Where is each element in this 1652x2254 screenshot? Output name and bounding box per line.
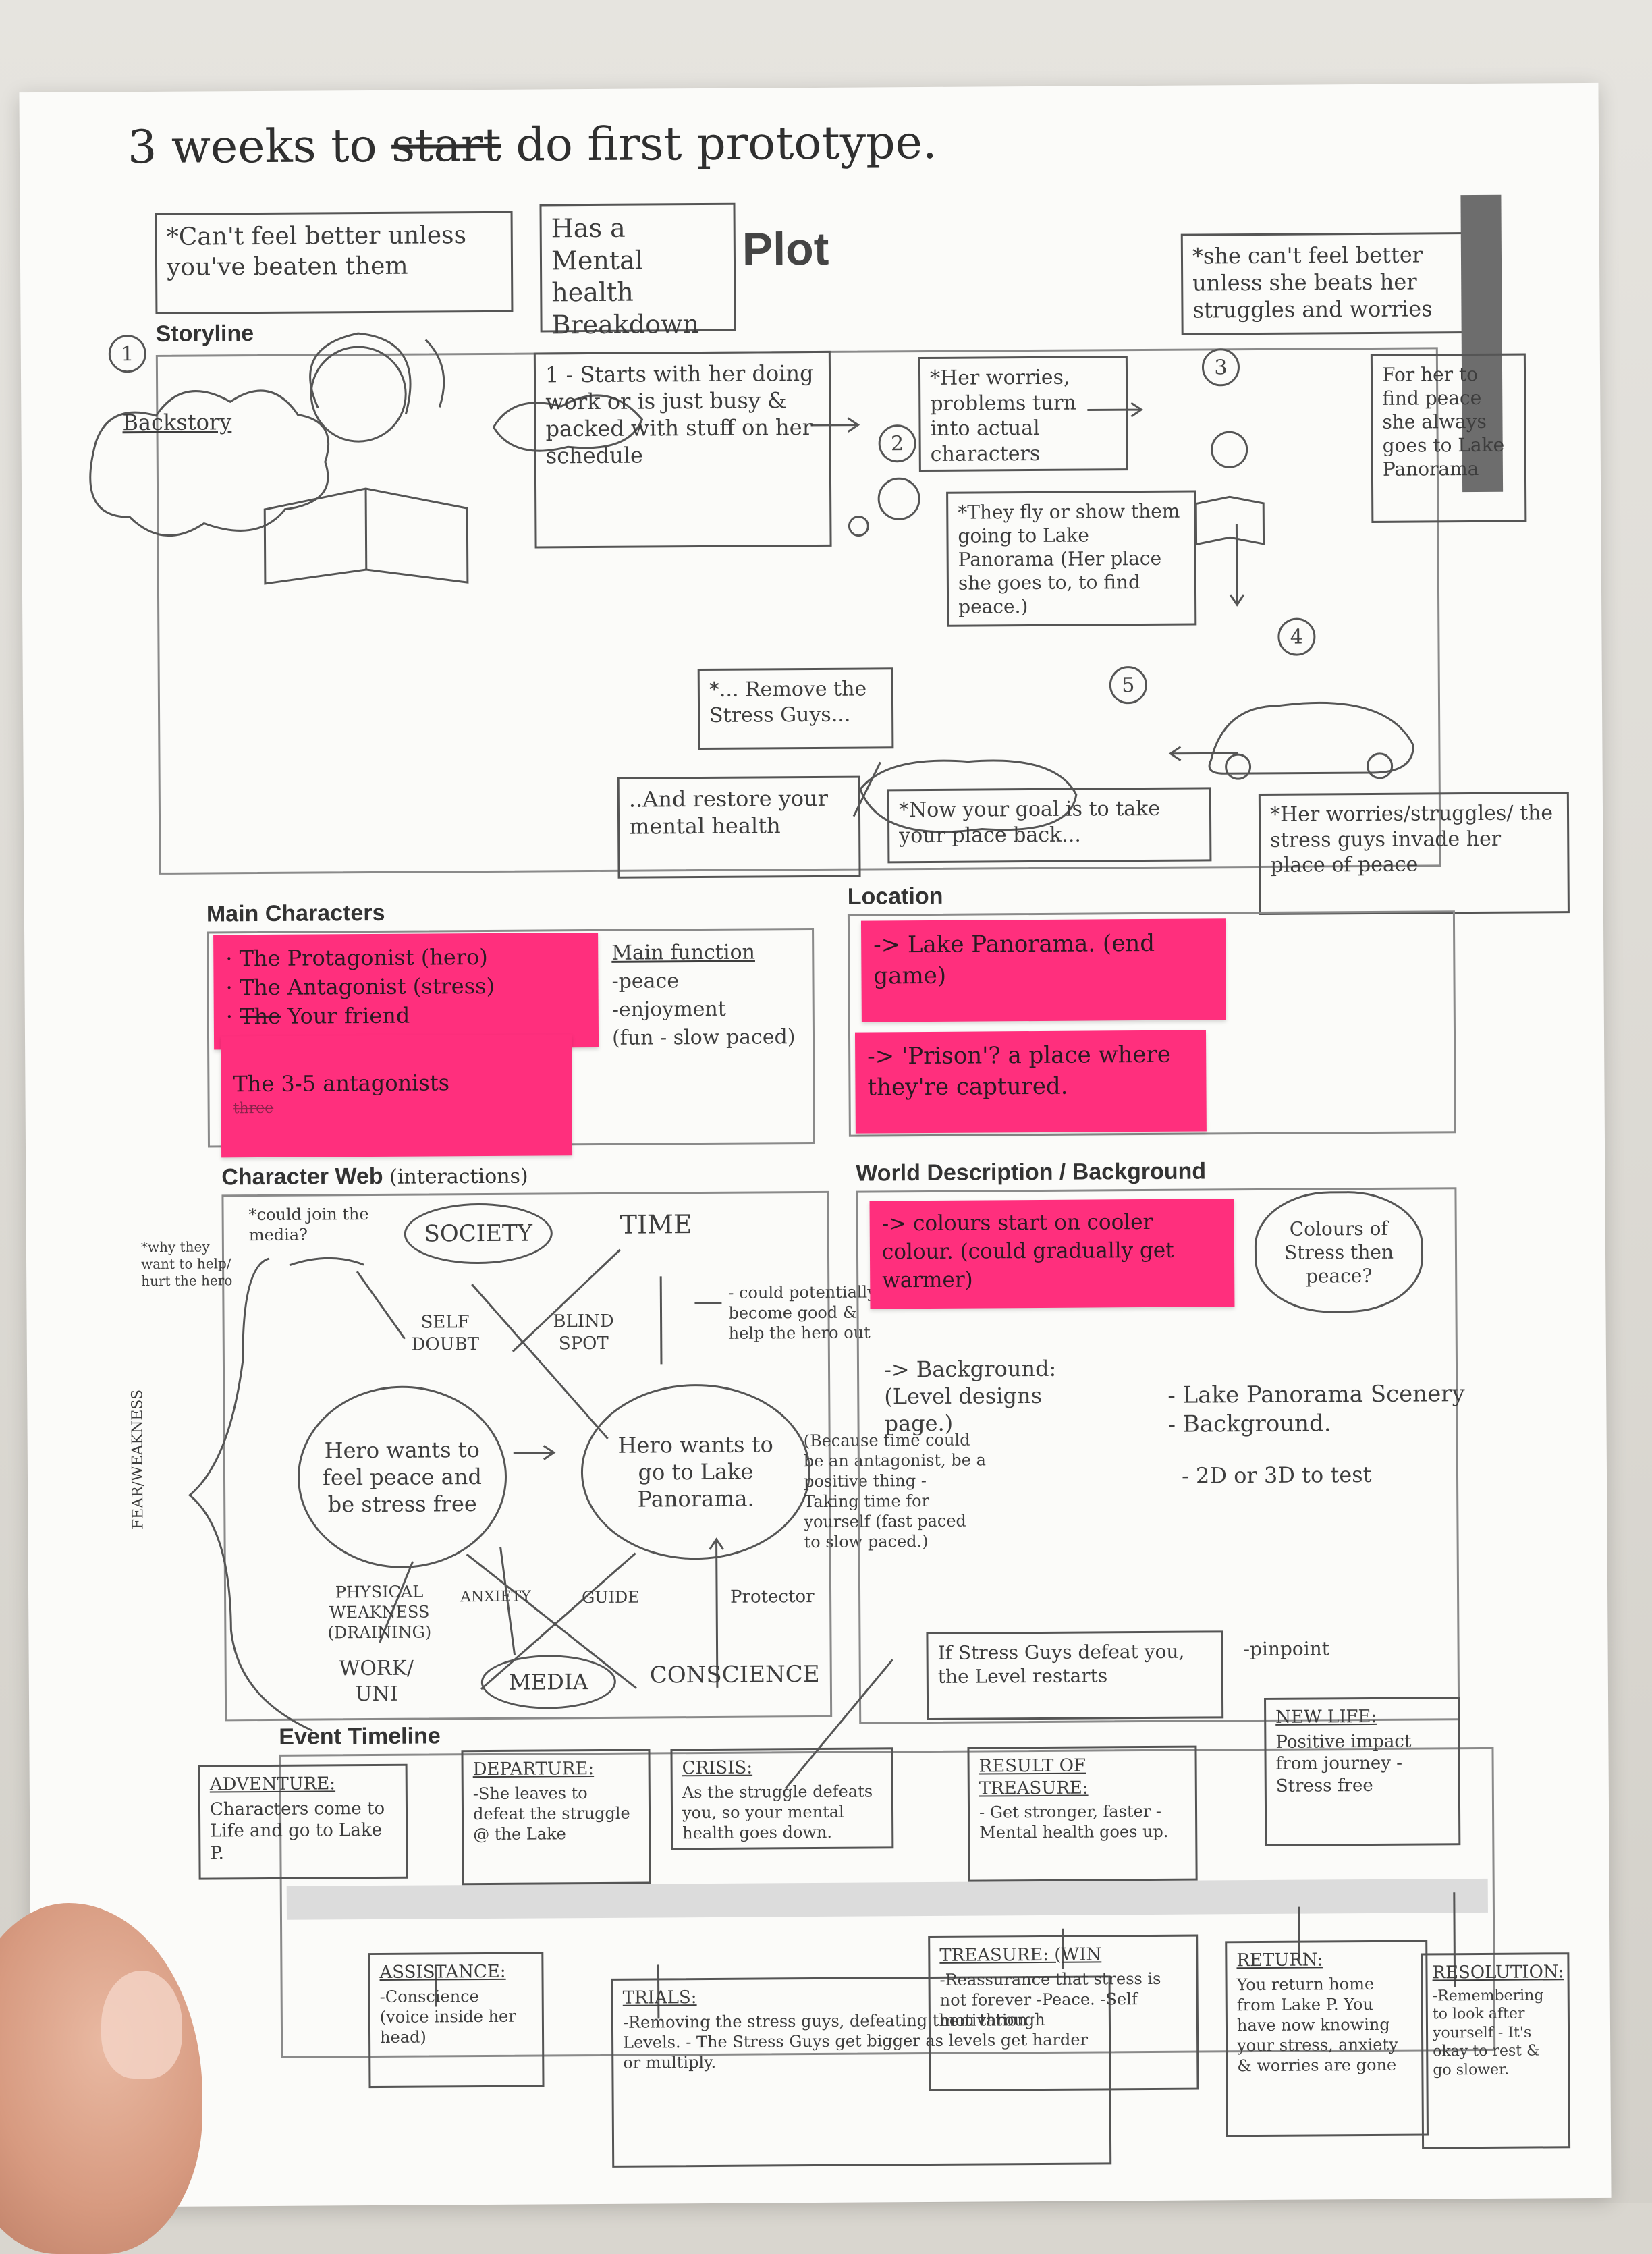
event-treasure: TREASURE: (WIN-Reassurance that stress i…: [928, 1934, 1199, 2091]
event-assistance: ASSISTANCE:-Conscience (voice inside her…: [368, 1952, 545, 2089]
thumbnail: [101, 1971, 182, 2079]
storyline-sketch: [89, 332, 1414, 833]
event-result-of-treasure: RESULT OF TREASURE:- Get stronger, faste…: [967, 1745, 1198, 1882]
character-web-lines: [188, 1248, 724, 1732]
event-return: RETURN:You return home from Lake P. You …: [1225, 1940, 1429, 2137]
event-crisis: CRISIS:As the struggle defeats you, so y…: [670, 1747, 894, 1850]
event-new-life: NEW LIFE:Positive impact from journey - …: [1264, 1697, 1461, 1846]
paper-sheet: 3 weeks to start do first prototype. *Ca…: [19, 82, 1612, 2208]
event-departure: DEPARTURE:-She leaves to defeat the stru…: [461, 1749, 651, 1886]
timeline-connectors: [434, 1659, 1456, 2019]
event-resolution: RESOLUTION:-Remembering to look after yo…: [1421, 1952, 1571, 2149]
event-adventure: ADVENTURE:Characters come to Life and go…: [198, 1763, 408, 1880]
